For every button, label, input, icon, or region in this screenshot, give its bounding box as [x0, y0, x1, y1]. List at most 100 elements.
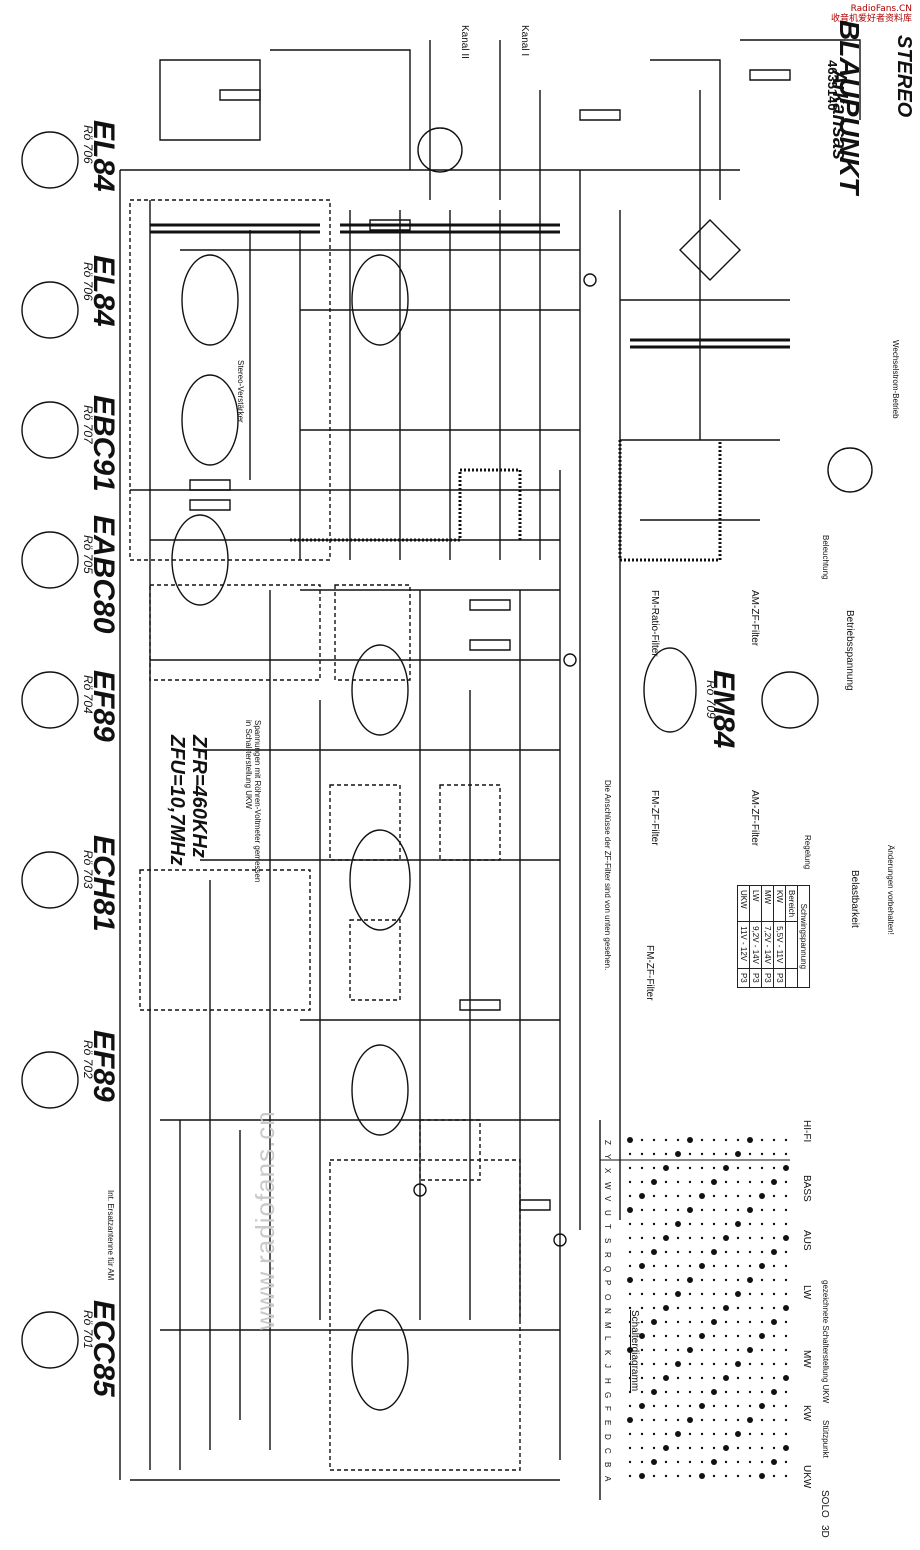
- label-switch-note: gezeichnete Schalterstellung UKW: [821, 1280, 830, 1404]
- switch-contact-dot: [711, 1319, 717, 1325]
- switch-contact-dot: [676, 1418, 680, 1422]
- switch-contact-dot: [712, 1208, 716, 1212]
- switch-contact-dot: [640, 1306, 644, 1310]
- switch-contact-dot: [784, 1334, 788, 1338]
- switch-contact-dot: [699, 1193, 705, 1199]
- switch-contact-dot: [688, 1334, 692, 1338]
- switch-contact-dot: [724, 1250, 728, 1254]
- label-ersatzantenne: Int. Ersatzantenne für AM: [106, 1190, 115, 1281]
- switch-contact-dot: [687, 1137, 693, 1143]
- switch-contact-dot: [771, 1459, 777, 1465]
- table-row: UKW 11V - 12V P3: [737, 885, 750, 988]
- if-freq-fm: ZFU=10,7MHz: [166, 735, 188, 866]
- switch-contact-dot: [652, 1432, 656, 1436]
- switch-row-label: T: [603, 1224, 612, 1229]
- switch-contact-dot: [747, 1347, 753, 1353]
- table-cell: 5,5V - 11V: [773, 921, 786, 969]
- switch-contact-dot: [652, 1306, 656, 1310]
- switch-contact-dot: [687, 1347, 693, 1353]
- filter-title-am-zf-1: AM-ZF-Filter: [749, 590, 760, 647]
- switch-contact-dot: [736, 1446, 740, 1450]
- switch-contact-dot: [711, 1389, 717, 1395]
- switch-contact-dot: [700, 1306, 704, 1310]
- switch-contact-dot: [663, 1375, 669, 1381]
- brand-model-number: 4635140: [825, 60, 840, 111]
- switch-contact-dot: [652, 1236, 656, 1240]
- switch-contact-dot: [664, 1138, 668, 1142]
- switch-contact-dot: [724, 1320, 728, 1324]
- switch-contact-dot: [772, 1152, 776, 1156]
- switch-contact-dot: [688, 1236, 692, 1240]
- table-cell: P3: [773, 968, 786, 988]
- switch-contact-dot: [676, 1278, 680, 1282]
- switch-contact-dot: [759, 1403, 765, 1409]
- switch-contact-dot: [676, 1334, 680, 1338]
- switch-contact-dot: [783, 1305, 789, 1311]
- switch-contact-dot: [772, 1348, 776, 1352]
- switch-contact-dot: [676, 1306, 680, 1310]
- switch-row-label: N: [603, 1308, 612, 1314]
- switch-contact-dot: [712, 1334, 716, 1338]
- switch-contact-dot: [664, 1320, 668, 1324]
- switch-contact-dot: [676, 1250, 680, 1254]
- switch-contact-dot: [676, 1166, 680, 1170]
- tube-ref-el84-a: Rö 706: [81, 125, 95, 164]
- table-cell: P3: [761, 968, 774, 988]
- switch-contact-dot: [700, 1320, 704, 1324]
- switch-contact-dot: [700, 1222, 704, 1226]
- switch-contact-dot: [747, 1417, 753, 1423]
- switch-contact-dot: [772, 1138, 776, 1142]
- switch-contact-dot: [724, 1152, 728, 1156]
- switch-contact-dot: [652, 1446, 656, 1450]
- switch-contact-dot: [628, 1390, 632, 1394]
- filter-title-fm-zf-1: FM-ZF-Filter: [649, 790, 660, 846]
- switch-contact-dot: [712, 1306, 716, 1310]
- switch-contact-dot: [712, 1418, 716, 1422]
- switch-contact-dot: [700, 1250, 704, 1254]
- switch-contact-dot: [688, 1404, 692, 1408]
- switch-contact-dot: [760, 1390, 764, 1394]
- switch-contact-dot: [627, 1137, 633, 1143]
- switch-contact-dot: [736, 1236, 740, 1240]
- switch-contact-dot: [760, 1292, 764, 1296]
- switch-contact-dot: [736, 1180, 740, 1184]
- switch-contact-dot: [652, 1138, 656, 1142]
- switch-contact-dot: [760, 1460, 764, 1464]
- switch-contact-dot: [748, 1152, 752, 1156]
- switch-contact-dot: [664, 1250, 668, 1254]
- switch-contact-dot: [652, 1404, 656, 1408]
- switch-contact-dot: [712, 1138, 716, 1142]
- switch-contact-dot: [700, 1460, 704, 1464]
- switch-contact-dot: [688, 1390, 692, 1394]
- switch-contact-dot: [664, 1432, 668, 1436]
- switch-contact-dot: [748, 1222, 752, 1226]
- switch-contact-dot: [700, 1208, 704, 1212]
- switch-contact-dot: [784, 1432, 788, 1436]
- switch-contact-dot: [712, 1348, 716, 1352]
- switch-contact-dot: [748, 1306, 752, 1310]
- switch-contact-dot: [628, 1250, 632, 1254]
- watermark-site: RadioFans.CN: [850, 4, 912, 14]
- switch-contact-dot: [748, 1362, 752, 1366]
- switch-contact-dot: [640, 1236, 644, 1240]
- switch-row-label: F: [603, 1406, 612, 1411]
- watermark-subtitle: 收音机爱好者资料库: [830, 14, 912, 24]
- watermark-header: RadioFans.CN 收音机爱好者资料库: [831, 4, 912, 24]
- switch-row-label: M: [603, 1322, 612, 1329]
- switch-contact-dot: [676, 1194, 680, 1198]
- switch-contact-dot: [711, 1459, 717, 1465]
- switch-contact-dot: [760, 1236, 764, 1240]
- table-title: Schwingspannung: [797, 885, 810, 988]
- label-kanal-1: Kanal I: [519, 25, 530, 57]
- switch-contact-dot: [652, 1278, 656, 1282]
- switch-contact-dot: [784, 1292, 788, 1296]
- brand-variant: STEREO: [893, 35, 915, 118]
- switch-contact-dot: [676, 1180, 680, 1184]
- switch-contact-dot: [736, 1138, 740, 1142]
- switch-contact-dot: [772, 1474, 776, 1478]
- switch-contact-dot: [664, 1404, 668, 1408]
- switch-contact-dot: [639, 1263, 645, 1269]
- switch-contact-dot: [760, 1152, 764, 1156]
- switch-contact-dot: [783, 1235, 789, 1241]
- switch-contact-dot: [688, 1446, 692, 1450]
